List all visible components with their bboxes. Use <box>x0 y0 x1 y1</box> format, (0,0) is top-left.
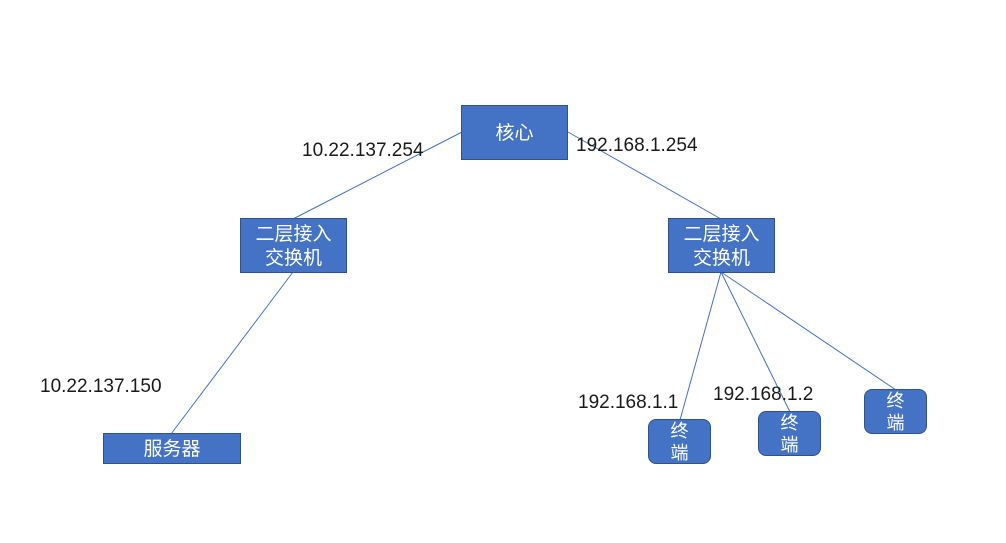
link-switch-right-terminal-2 <box>720 271 791 413</box>
switch-left-node: 二层接入 交换机 <box>240 218 347 273</box>
link-switch-right-terminal-1 <box>679 271 722 421</box>
terminal-node-3: 终 端 <box>864 389 927 434</box>
terminal-2-label-line1: 终 <box>780 413 799 434</box>
switch-left-label-line1: 二层接入 <box>255 222 332 245</box>
ip-core-right: 192.168.1.254 <box>576 135 698 156</box>
server-node: 服务器 <box>103 433 241 464</box>
link-core-switch-left <box>292 131 463 220</box>
terminal-3-label-line2: 端 <box>886 413 905 434</box>
terminal-1-label-line1: 终 <box>670 421 689 442</box>
switch-left-label-line2: 交换机 <box>264 246 322 269</box>
ip-server: 10.22.137.150 <box>40 376 162 397</box>
server-label: 服务器 <box>143 437 201 460</box>
terminal-2-label-line2: 端 <box>780 435 799 456</box>
ip-core-left: 10.22.137.254 <box>302 140 424 161</box>
switch-right-label-line1: 二层接入 <box>683 222 760 245</box>
terminal-1-label-line2: 端 <box>670 443 689 464</box>
terminal-node-2: 终 端 <box>758 411 821 456</box>
link-switch-left-server <box>170 271 294 435</box>
switch-right-node: 二层接入 交换机 <box>668 218 775 273</box>
core-node: 核心 <box>461 105 568 160</box>
ip-terminal-1: 192.168.1.1 <box>578 392 679 413</box>
link-core-switch-right <box>567 131 722 220</box>
core-label: 核心 <box>495 121 534 144</box>
link-switch-right-terminal-3 <box>720 271 897 391</box>
terminal-3-label-line1: 终 <box>886 391 905 412</box>
ip-terminal-2: 192.168.1.2 <box>713 384 814 405</box>
terminal-node-1: 终 端 <box>648 419 711 464</box>
switch-right-label-line2: 交换机 <box>692 246 750 269</box>
